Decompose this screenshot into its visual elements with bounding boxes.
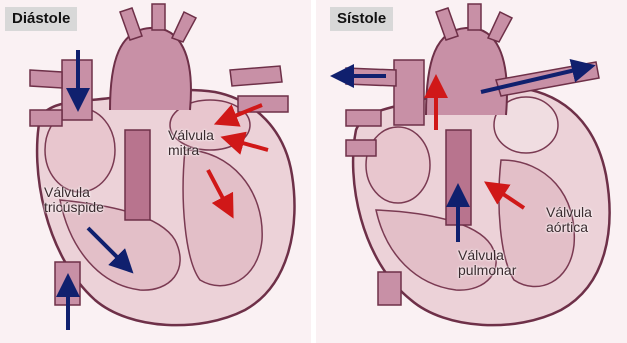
aortic-branch-1 bbox=[120, 8, 142, 40]
aortic-branch-3 bbox=[488, 12, 512, 42]
pulmonary-trunk bbox=[125, 130, 150, 220]
aortic-label-line-1: Válvula bbox=[546, 205, 592, 220]
aortic-branch-2 bbox=[468, 4, 481, 30]
tricuspid-label-line-2: tricúspide bbox=[44, 200, 104, 215]
diastole-title: Diástole bbox=[5, 7, 77, 31]
pulmonary-veins-left bbox=[30, 70, 62, 126]
right-atrium bbox=[366, 127, 430, 203]
mitral-valve-label: Válvula mitra bbox=[168, 128, 214, 158]
superior-vena-cava bbox=[394, 60, 424, 125]
pulmonary-label-line-2: pulmonar bbox=[458, 263, 516, 278]
aortic-branch-1 bbox=[436, 8, 458, 40]
diastole-heart-illustration bbox=[0, 0, 311, 343]
mitral-label-line-1: Válvula bbox=[168, 128, 214, 143]
mitral-label-line-2: mitra bbox=[168, 143, 214, 158]
systole-panel: Sístole Válvula aórtica Válvula pulmonar bbox=[316, 0, 627, 343]
pulmonary-label-line-1: Válvula bbox=[458, 248, 516, 263]
tricuspid-valve-label: Válvula tricúspide bbox=[44, 185, 104, 215]
inferior-vena-cava bbox=[378, 272, 401, 305]
tricuspid-label-line-1: Válvula bbox=[44, 185, 104, 200]
systole-heart-illustration bbox=[316, 0, 627, 343]
pulmonary-valve-label: Válvula pulmonar bbox=[458, 248, 516, 278]
aortic-valve-label: Válvula aórtica bbox=[546, 205, 592, 235]
systole-title: Sístole bbox=[330, 7, 393, 31]
diastole-panel: Diástole Válvula mitra Válvula tricúspid… bbox=[0, 0, 311, 343]
aortic-branch-2 bbox=[152, 4, 165, 30]
aortic-branch-3 bbox=[172, 12, 196, 42]
aortic-label-line-2: aórtica bbox=[546, 220, 592, 235]
